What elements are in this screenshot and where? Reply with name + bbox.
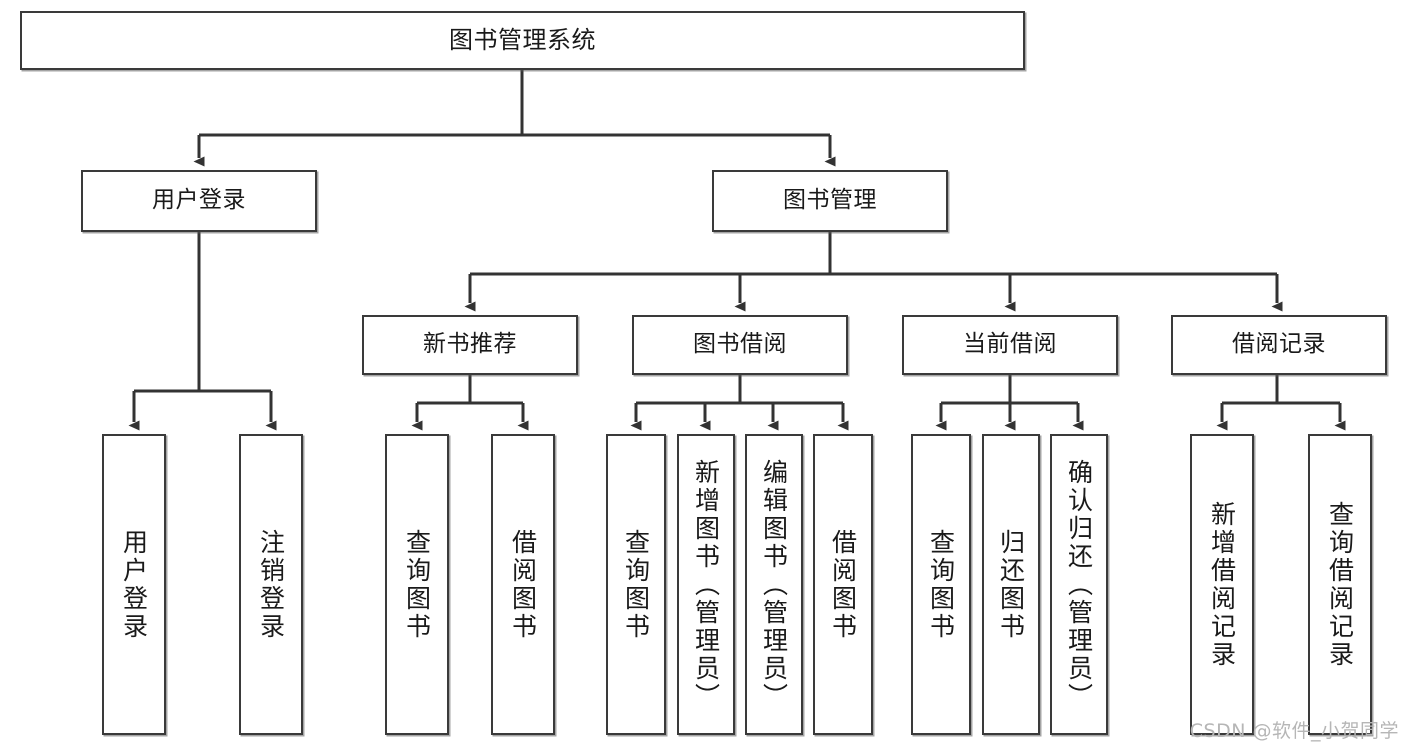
node-label: 新增借阅记录 [1207,500,1237,669]
node-label: 确认归还（管理员） [1064,458,1094,711]
leaf-borrow-query-book[interactable]: 查询图书 [606,434,666,735]
node-label: 查询图书 [402,528,432,641]
node-label: 查询图书 [621,528,651,641]
leaf-record-add-record[interactable]: 新增借阅记录 [1190,434,1254,735]
node-label: 新书推荐 [423,331,517,358]
node-label: 查询借阅记录 [1325,500,1355,669]
leaf-newbook-borrow-book[interactable]: 借阅图书 [491,434,555,735]
leaf-current-query-book[interactable]: 查询图书 [911,434,971,735]
node-label: 用户登录 [152,187,246,214]
leaf-newbook-query-book[interactable]: 查询图书 [385,434,449,735]
node-label: 借阅图书 [508,528,538,641]
node-label: 借阅记录 [1232,331,1326,358]
node-label: 查询图书 [926,528,956,641]
node-label: 图书借阅 [693,331,787,358]
leaf-borrow-edit-book-admin[interactable]: 编辑图书（管理员） [745,434,803,735]
node-label: 归还图书 [996,528,1026,641]
node-borrow-record[interactable]: 借阅记录 [1171,315,1387,375]
node-root-system[interactable]: 图书管理系统 [20,11,1025,70]
node-label: 注销登录 [256,528,286,641]
node-label: 新增图书（管理员） [691,458,721,711]
node-current-borrow[interactable]: 当前借阅 [902,315,1118,375]
leaf-current-return-book[interactable]: 归还图书 [982,434,1040,735]
node-book-management[interactable]: 图书管理 [712,170,948,232]
leaf-current-confirm-return-admin[interactable]: 确认归还（管理员） [1050,434,1108,735]
node-label: 编辑图书（管理员） [759,458,789,711]
node-new-book-recommend[interactable]: 新书推荐 [362,315,578,375]
node-book-borrow[interactable]: 图书借阅 [632,315,848,375]
node-label: 用户登录 [119,528,149,641]
csdn-watermark: CSDN @软件_小贺同学 [1189,720,1399,742]
leaf-borrow-borrow-book[interactable]: 借阅图书 [813,434,873,735]
node-user-login[interactable]: 用户登录 [81,170,317,232]
leaf-record-query-record[interactable]: 查询借阅记录 [1308,434,1372,735]
node-label: 借阅图书 [828,528,858,641]
leaf-user-login-signin[interactable]: 用户登录 [102,434,166,735]
node-label: 当前借阅 [963,331,1057,358]
leaf-user-login-signout[interactable]: 注销登录 [239,434,303,735]
node-label: 图书管理 [783,187,877,214]
leaf-borrow-add-book-admin[interactable]: 新增图书（管理员） [677,434,735,735]
node-label: 图书管理系统 [449,26,596,55]
